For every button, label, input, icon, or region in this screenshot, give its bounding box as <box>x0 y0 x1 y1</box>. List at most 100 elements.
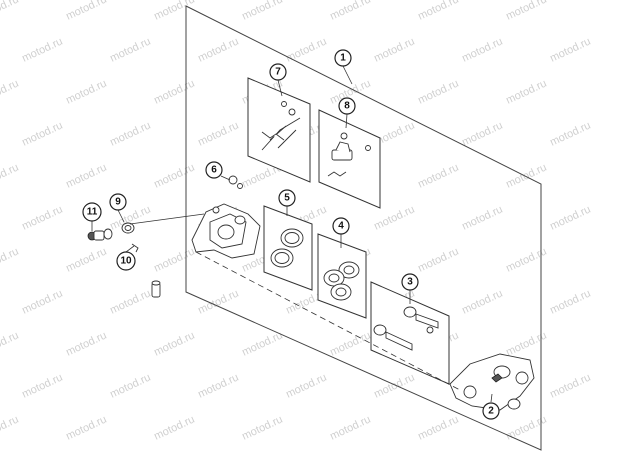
leader-lines <box>91 65 493 403</box>
bleeder-parts <box>87 222 161 298</box>
watermark-text: motod.ru <box>20 119 64 148</box>
callout-9-circle <box>109 193 127 211</box>
watermark-text: motod.ru <box>548 35 592 64</box>
watermark-text: motod.ru <box>152 413 196 442</box>
watermark-text: motod.ru <box>20 371 64 400</box>
callout-11-label: 11 <box>87 207 98 218</box>
watermark-text: motod.ru <box>152 245 196 274</box>
watermark-text: motod.ru <box>108 287 152 316</box>
callout-2-circle <box>482 402 500 420</box>
watermark-text: motod.ru <box>196 35 240 64</box>
assembly-board <box>185 5 542 451</box>
callout-4: 4 <box>332 217 350 235</box>
watermark-text: motod.ru <box>284 371 328 400</box>
callout-1-circle <box>334 49 352 67</box>
watermark-text: motod.ru <box>416 161 460 190</box>
watermark-text: motod.ru <box>0 161 21 190</box>
watermark-text: motod.ru <box>504 77 548 106</box>
watermark-text: motod.ru <box>196 371 240 400</box>
watermark-text: motod.ru <box>328 0 372 23</box>
callout-6: 6 <box>205 161 223 179</box>
kit-8-parts <box>327 132 371 177</box>
callout-11: 11 <box>82 202 102 222</box>
callout-2-label: 2 <box>488 406 494 417</box>
watermark-text: motod.ru <box>240 0 284 23</box>
callout-3-label: 3 <box>407 277 413 288</box>
watermark-text: motod.ru <box>0 413 21 442</box>
callout-6-label: 6 <box>211 165 217 176</box>
callout-9-label: 9 <box>115 197 121 208</box>
watermark-text: motod.ru <box>240 329 284 358</box>
callout-10-circle <box>116 251 136 271</box>
watermark-text: motod.ru <box>416 245 460 274</box>
watermark-text: motod.ru <box>20 203 64 232</box>
callout-8-label: 8 <box>344 101 350 112</box>
watermark-text: motod.ru <box>20 287 64 316</box>
watermark-text: motod.ru <box>372 371 416 400</box>
watermark-text: motod.ru <box>548 287 592 316</box>
watermark-text: motod.ru <box>0 77 21 106</box>
kit-7-parts <box>261 101 301 151</box>
watermark-text: motod.ru <box>504 245 548 274</box>
callout-10-label: 10 <box>120 256 132 267</box>
watermark-text: motod.ru <box>504 329 548 358</box>
watermark-text: motod.ru <box>64 161 108 190</box>
callout-4-label: 4 <box>338 221 344 232</box>
kit-4-parts <box>323 261 360 301</box>
watermark-text: motod.ru <box>108 371 152 400</box>
watermark-text: motod.ru <box>548 203 592 232</box>
kit-panel-5 <box>263 205 313 291</box>
watermark-text: motod.ru <box>548 371 592 400</box>
watermark-text: motod.ru <box>504 0 548 23</box>
callout-8: 8 <box>338 97 356 115</box>
callout-6-circle <box>205 161 223 179</box>
callout-1: 1 <box>334 49 352 67</box>
watermark-text: motod.ru <box>460 203 504 232</box>
callout-11-circle <box>82 202 102 222</box>
callout-10: 10 <box>116 251 136 271</box>
watermark-text: motod.ru <box>0 0 21 23</box>
watermark-text: motod.ru <box>328 413 372 442</box>
watermark-text: motod.ru <box>152 161 196 190</box>
callout-2: 2 <box>482 402 500 420</box>
watermark-text: motod.ru <box>460 119 504 148</box>
watermark-text: motod.ru <box>0 245 21 274</box>
watermark-text: motod.ru <box>196 119 240 148</box>
kit-5-parts <box>270 228 304 268</box>
watermark-text: motod.ru <box>240 413 284 442</box>
callout-9: 9 <box>109 193 127 211</box>
watermark-text: motod.ru <box>416 77 460 106</box>
callout-5-circle <box>278 189 296 207</box>
watermark-text: motod.ru <box>152 77 196 106</box>
watermark-text: motod.ru <box>196 287 240 316</box>
watermark-text: motod.ru <box>152 329 196 358</box>
callout-4-circle <box>332 217 350 235</box>
watermark-text: motod.ru <box>20 35 64 64</box>
callout-5: 5 <box>278 189 296 207</box>
caliper-body <box>191 175 261 259</box>
watermark-text: motod.ru <box>416 0 460 23</box>
watermark-text: motod.ru <box>460 287 504 316</box>
callout-1-label: 1 <box>340 53 346 64</box>
watermark-text: motod.ru <box>284 35 328 64</box>
watermark-text: motod.ru <box>108 119 152 148</box>
kit-panel-7 <box>247 77 311 183</box>
watermark-text: motod.ru <box>504 413 548 442</box>
watermark-text: motod.ru <box>64 329 108 358</box>
caliper-bracket <box>449 353 535 411</box>
watermark-text: motod.ru <box>152 0 196 23</box>
callout-7-label: 7 <box>275 67 281 78</box>
callout-7: 7 <box>269 63 287 81</box>
callout-3-circle <box>401 273 419 291</box>
watermark-text: motod.ru <box>328 329 372 358</box>
watermark-text: motod.ru <box>64 245 108 274</box>
watermark-text: motod.ru <box>64 0 108 23</box>
watermark-text: motod.ru <box>108 35 152 64</box>
watermark-text: motod.ru <box>416 413 460 442</box>
callout-8-circle <box>338 97 356 115</box>
watermark-text: motod.ru <box>64 413 108 442</box>
watermark-text: motod.ru <box>0 329 21 358</box>
callout-7-circle <box>269 63 287 81</box>
watermark-text: motod.ru <box>548 119 592 148</box>
